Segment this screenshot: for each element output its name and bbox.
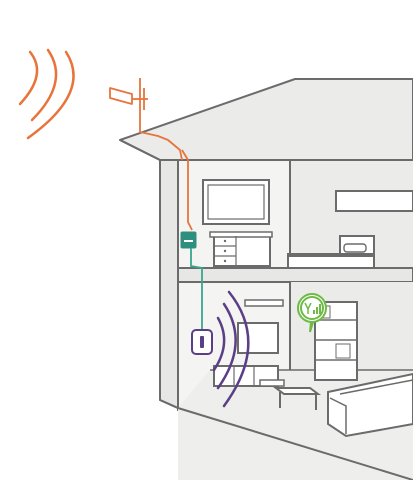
sofa (327, 372, 413, 438)
wall-shelf (244, 299, 284, 307)
bed (287, 235, 375, 276)
house (119, 78, 413, 480)
floor-slab (177, 267, 413, 283)
foundation (159, 399, 413, 480)
indoor-antenna-icon (191, 329, 213, 355)
upper-window (335, 190, 413, 212)
antenna-cable (181, 149, 193, 231)
broadcast-waves-icon (212, 290, 250, 408)
coffee-table (273, 387, 321, 410)
roof (119, 78, 413, 161)
signal-booster-icon (180, 231, 197, 249)
yagi-antenna-icon (109, 78, 183, 161)
upper-room (177, 159, 413, 276)
television (237, 322, 279, 354)
indoor-cable (190, 248, 203, 330)
exterior-wall (159, 159, 179, 410)
small-table (259, 379, 285, 387)
dresser (209, 231, 273, 267)
picture-frame (202, 179, 270, 225)
lower-room (177, 281, 413, 480)
signal-bars-badge-icon (297, 293, 327, 333)
wifi-waves-icon (18, 48, 75, 140)
